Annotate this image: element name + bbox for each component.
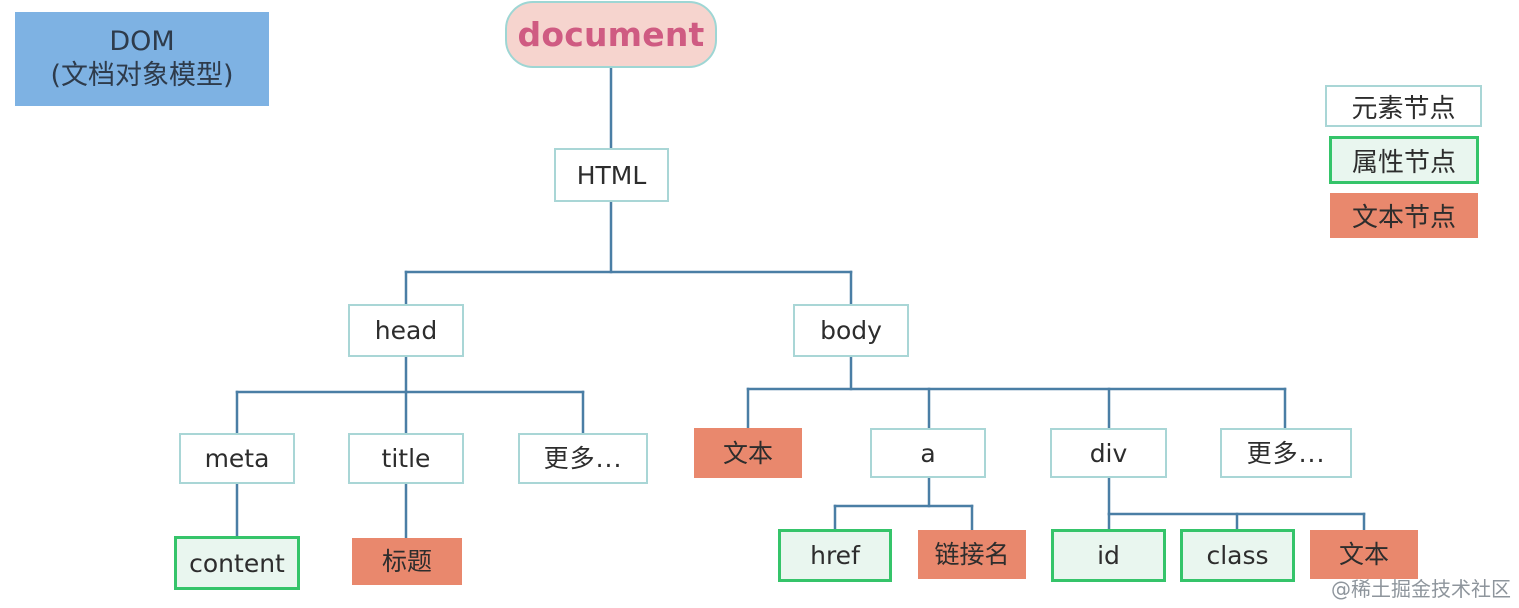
node-class: class [1180,529,1295,582]
node-div: div [1050,428,1167,478]
legend-text-node: 文本节点 [1330,193,1478,238]
title-line-dom: DOM [109,26,175,58]
node-id: id [1051,529,1166,582]
legend-element-node: 元素节点 [1325,85,1482,127]
node-body-more: 更多... [1220,428,1352,478]
node-title-text: 标题 [352,538,462,585]
node-head-more: 更多... [518,433,648,484]
title-line-description: (文档对象模型) [50,60,234,91]
legend-attribute-node: 属性节点 [1329,136,1479,184]
node-body: body [793,304,909,357]
node-content: content [174,536,300,590]
node-body-text: 文本 [694,428,802,478]
node-link-text: 链接名 [918,530,1026,579]
node-href: href [778,529,892,582]
node-div-text: 文本 [1310,530,1418,579]
node-html: HTML [554,148,669,202]
node-meta: meta [179,433,295,484]
node-head: head [348,304,464,357]
dom-title-box: DOM (文档对象模型) [15,12,269,106]
node-title: title [348,433,464,484]
node-a: a [870,428,986,478]
node-document: document [505,1,717,68]
watermark-label: @稀土掘金技术社区 [1331,577,1511,601]
